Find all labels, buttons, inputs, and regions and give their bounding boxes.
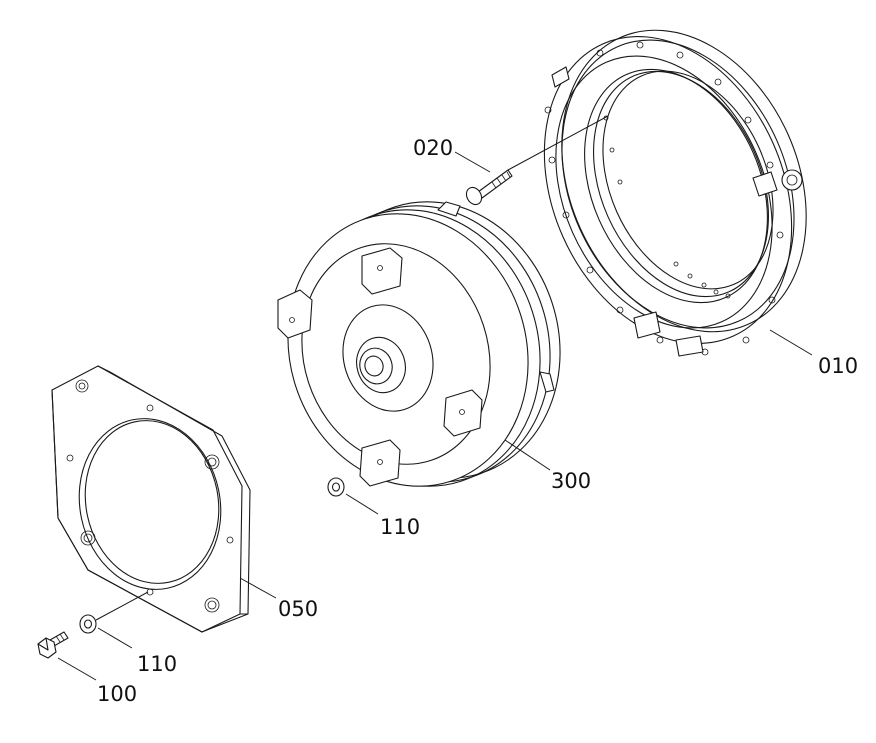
adapter-plate-icon[interactable] bbox=[51, 365, 251, 633]
torque-converter-icon[interactable] bbox=[253, 170, 595, 518]
callout-110-lower[interactable]: 110 bbox=[137, 652, 178, 676]
washer-icon[interactable] bbox=[327, 477, 345, 497]
callout-010[interactable]: 010 bbox=[818, 354, 859, 378]
callout-300[interactable]: 300 bbox=[551, 469, 592, 493]
callout-110-upper[interactable]: 110 bbox=[380, 515, 421, 539]
housing-ring-icon[interactable] bbox=[498, 0, 852, 383]
leader-lines bbox=[57, 115, 813, 681]
bolt-icon[interactable] bbox=[463, 169, 513, 207]
callout-100[interactable]: 100 bbox=[97, 682, 138, 706]
washer-icon[interactable] bbox=[79, 614, 97, 634]
callout-020[interactable]: 020 bbox=[413, 136, 454, 160]
callout-050[interactable]: 050 bbox=[278, 597, 319, 621]
screw-icon[interactable] bbox=[37, 631, 69, 659]
